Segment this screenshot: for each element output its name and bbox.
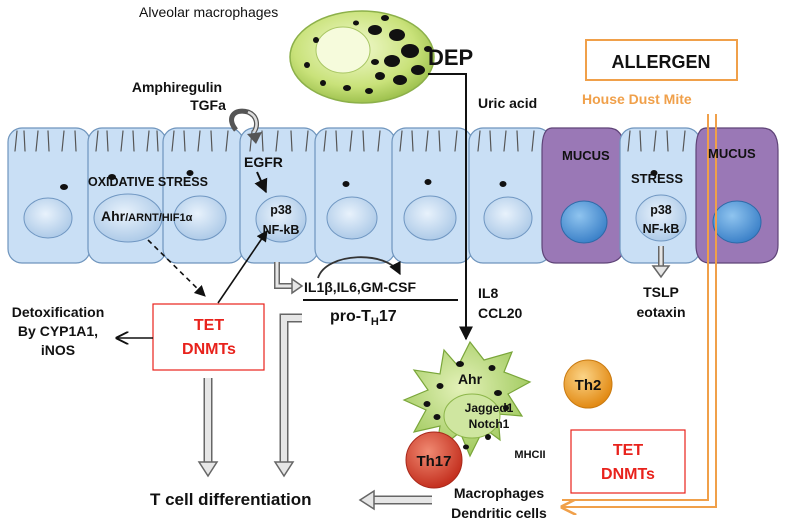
- dep-arrow: [428, 73, 473, 341]
- mucus-label-2: MUCUS: [708, 146, 756, 161]
- tet-dnmts-box-right: [570, 429, 686, 494]
- mhcii-label: MHCII: [514, 449, 545, 461]
- macrophages-label: Macrophages: [454, 485, 544, 501]
- th17-label: Th17: [416, 453, 451, 470]
- eotaxin-label: eotaxin: [636, 304, 685, 320]
- allergen-label: ALLERGEN: [612, 52, 711, 72]
- p38-right-label: p38: [650, 203, 672, 217]
- cytokines-label: IL1β,IL6,GM-CSF: [304, 279, 416, 295]
- epithelial-cell: [619, 127, 701, 264]
- oxidative-stress-label: OXIDATIVE STRESS: [88, 175, 208, 189]
- stress-label: STRESS: [631, 171, 683, 186]
- dep-label: DEP: [428, 45, 473, 70]
- epithelial-cell: [87, 127, 167, 264]
- amphiregulin-label: Amphiregulin: [132, 79, 222, 95]
- mucus-label-1: MUCUS: [562, 148, 610, 163]
- pro-th17-label: pro-TH17: [330, 308, 397, 328]
- cilia: [14, 130, 686, 152]
- tet-dnmts-box-left: [152, 303, 265, 371]
- uric-acid-label: Uric acid: [478, 95, 537, 111]
- alveolar-macrophages-label: Alveolar macrophages: [139, 4, 278, 20]
- allergen-arrow: [562, 114, 717, 507]
- nfkb-left-label: NF-kB: [263, 223, 300, 237]
- epithelial-cell: [7, 127, 91, 264]
- epithelial-cell: [391, 127, 473, 264]
- egfr-label: EGFR: [244, 154, 283, 170]
- allergen-path: [562, 114, 709, 501]
- ccl20-label: CCL20: [478, 305, 523, 321]
- p38-to-cytokines-arrow: [275, 262, 294, 288]
- epithelial-layer: [7, 127, 779, 264]
- tet-to-p38-arrow: [217, 230, 268, 304]
- epithelial-cell: [239, 127, 319, 264]
- epithelial-cell: [314, 127, 396, 264]
- th2-label: Th2: [575, 377, 602, 394]
- t-cell-differentiation-label: T cell differentiation: [150, 490, 312, 509]
- notch1-label: Notch1: [469, 417, 510, 431]
- th17-cell: [405, 431, 463, 489]
- epithelial-cell: [162, 127, 244, 264]
- detox-label-3: iNOS: [41, 342, 75, 358]
- ahr-dc-label: Ahr: [458, 371, 483, 387]
- p38-left-label: p38: [270, 203, 292, 217]
- tet-label-left: TET: [194, 317, 224, 334]
- egfr-to-p38-arrow: [254, 171, 268, 194]
- particles: [60, 170, 658, 190]
- epithelial-cell: [468, 127, 552, 264]
- ahr-arnt-label: Ahr/ARNT/HIF1α: [101, 208, 193, 224]
- tgfa-label: TGFa: [190, 97, 226, 113]
- detox-label-2: By CYP1A1,: [18, 323, 98, 339]
- ahr-to-tet-arrow: [147, 239, 206, 297]
- allergen-box: [585, 39, 738, 81]
- dnmts-label-left: DNMTs: [182, 341, 236, 358]
- jagged1-label: Jagged1: [465, 401, 514, 415]
- tet-label-right: TET: [613, 442, 643, 459]
- alveolar-macrophage: [289, 10, 435, 104]
- th2-cell: [563, 359, 613, 409]
- dendritic-cells-label: Dendritic cells: [451, 505, 547, 521]
- cytokine-curved-arrow: [317, 256, 401, 279]
- detox-label-1: Detoxification: [12, 304, 105, 320]
- dendritic-cell: [402, 340, 532, 458]
- proth17-to-tcell-arrow: [281, 315, 302, 464]
- nfkb-right-label: NF-kB: [643, 222, 680, 236]
- dnmts-label-right: DNMTs: [601, 466, 655, 483]
- house-dust-mite-label: House Dust Mite: [582, 91, 692, 107]
- tslp-label: TSLP: [643, 284, 679, 300]
- il8-label: IL8: [478, 285, 498, 301]
